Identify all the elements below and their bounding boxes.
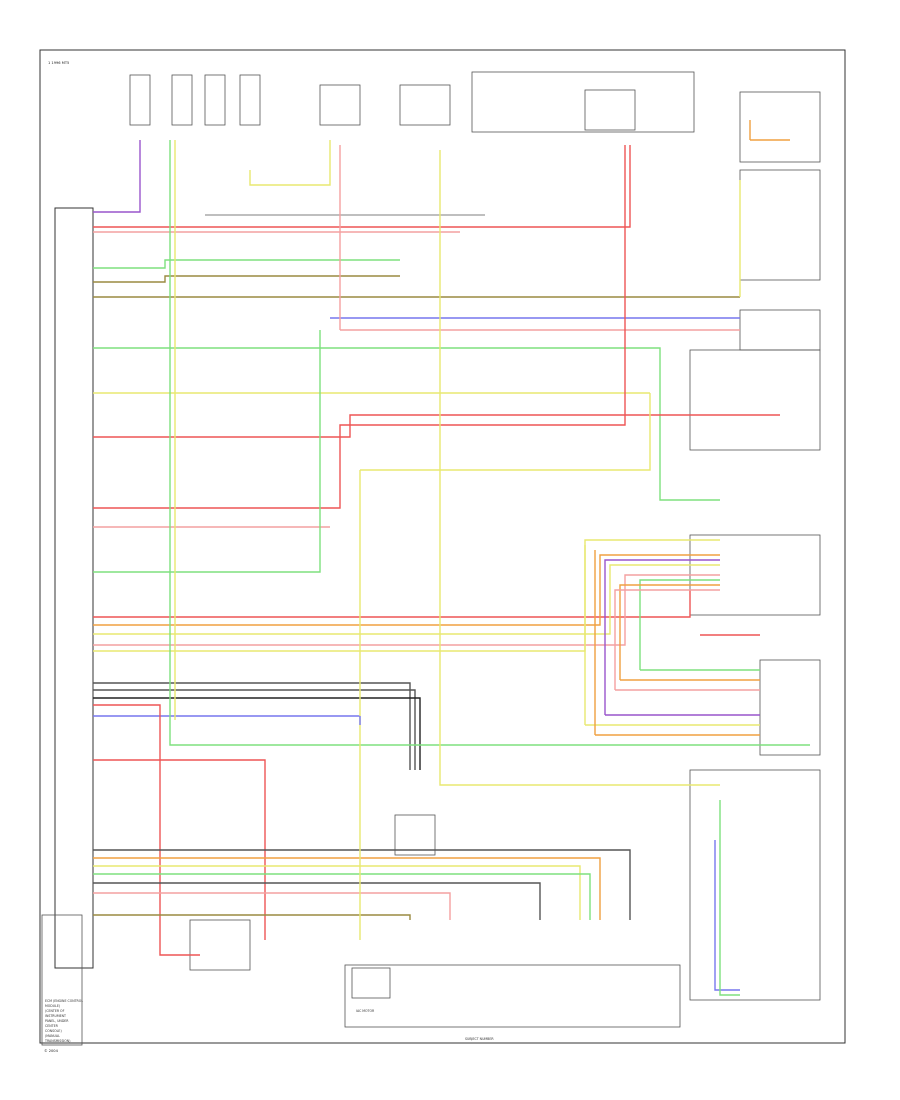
svg-text:(MANUAL: (MANUAL <box>45 1034 60 1038</box>
bottom-block: IAC MOTOR SUBJECT NUMBER <box>189 814 681 1041</box>
diagram-frame <box>39 49 846 1044</box>
svg-text:PANEL, UNDER: PANEL, UNDER <box>45 1019 69 1023</box>
svg-text:SUBJECT NUMBER: SUBJECT NUMBER <box>465 1037 494 1041</box>
ecm-connector: ECM (ENGINE CONTROL MODULE) (CENTER OF I… <box>41 207 94 1046</box>
svg-text:(CENTER OF: (CENTER OF <box>45 1009 65 1013</box>
svg-text:MODULE): MODULE) <box>45 1004 60 1008</box>
svg-text:CONSOLE): CONSOLE) <box>45 1029 62 1033</box>
wires <box>93 120 810 996</box>
header-label: 1 1996 MT5 <box>48 61 69 65</box>
svg-text:CENTER: CENTER <box>45 1024 59 1028</box>
right-components <box>689 91 821 1001</box>
svg-text:TRANSMISSION): TRANSMISSION) <box>44 1039 70 1043</box>
svg-text:IAC MOTOR: IAC MOTOR <box>356 1009 375 1013</box>
svg-text:INSTRUMENT: INSTRUMENT <box>45 1014 66 1018</box>
footer-label: © 2004 <box>44 1049 59 1053</box>
svg-text:ECM (ENGINE CONTROL: ECM (ENGINE CONTROL <box>45 999 83 1003</box>
top-fuse-block <box>129 71 695 216</box>
